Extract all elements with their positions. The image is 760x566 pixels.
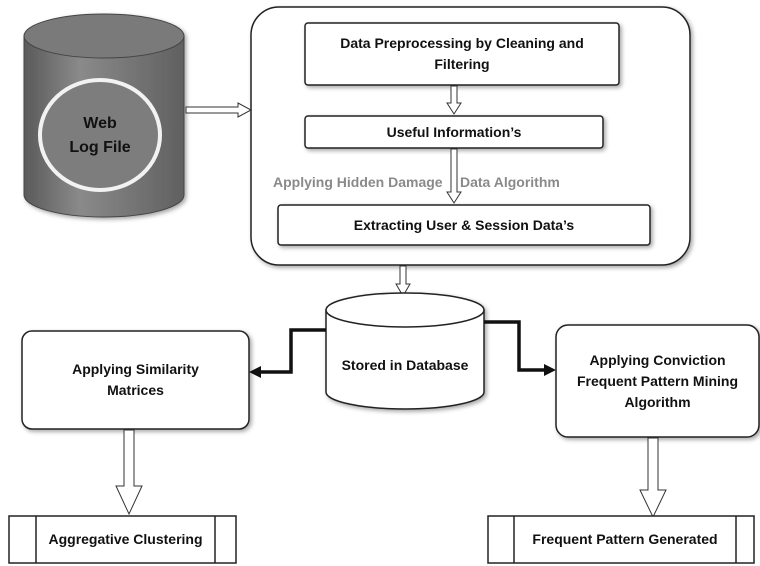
similarity-box: Applying Similarity Matrices [22, 331, 249, 429]
arrow-log-to-container [185, 102, 253, 118]
web-log-label: Web Log File [40, 96, 160, 176]
arrow-similarity-to-clustering [115, 429, 143, 516]
conviction-line1: Applying Conviction [589, 351, 726, 368]
database-cylinder [325, 292, 485, 410]
hint-applying-hidden-damage: Applying Hidden Damage [273, 174, 443, 190]
web-log-inner-ring [38, 78, 162, 192]
preprocess-line2: Filtering [434, 56, 490, 72]
conviction-box: Applying Conviction Frequent Pattern Min… [556, 325, 759, 437]
similarity-line1: Applying Similarity [72, 361, 199, 377]
useful-info-box-shape [304, 115, 604, 149]
conviction-line3: Algorithm [624, 393, 691, 410]
pattern-box-shape [487, 515, 755, 564]
conviction-box-shape [555, 324, 760, 438]
connector-db-to-similarity [260, 328, 326, 374]
extract-box: Extracting User & Session Data’s [278, 205, 650, 245]
arrowhead-to-similarity [249, 366, 261, 378]
hint-data-algorithm: Data Algorithm [460, 174, 560, 190]
similarity-box-shape [21, 330, 250, 430]
useful-info-label: Useful Information’s [386, 123, 522, 140]
database-label: Stored in Database [341, 356, 469, 373]
clustering-box-shape [8, 515, 237, 564]
clustering-box: Aggregative Clustering [36, 516, 215, 563]
arrowhead-to-conviction [544, 364, 556, 376]
pattern-label: Frequent Pattern Generated [532, 531, 718, 547]
extract-label: Extracting User & Session Data’s [353, 216, 575, 233]
connector-db-to-conviction [484, 320, 545, 372]
useful-info-box: Useful Information’s [305, 116, 603, 148]
preprocess-line1: Data Preprocessing by Cleaning and [340, 35, 584, 51]
arrow-useful-to-extract [446, 148, 462, 204]
pattern-box: Frequent Pattern Generated [514, 516, 736, 563]
conviction-line2: Frequent Pattern Mining [577, 372, 738, 389]
preprocess-box: Data Preprocessing by Cleaning and Filte… [305, 23, 619, 85]
web-log-line2: Log File [69, 139, 131, 156]
arrow-conviction-to-pattern [639, 437, 667, 519]
database-label-wrap: Stored in Database [326, 345, 484, 385]
preprocess-box-shape [304, 22, 620, 86]
arrow-preprocess-to-useful [446, 85, 462, 115]
similarity-line2: Matrices [107, 382, 164, 398]
arrow-container-to-database [395, 265, 411, 297]
extract-box-shape [277, 204, 651, 246]
clustering-label: Aggregative Clustering [48, 531, 203, 547]
web-log-line1: Web [83, 115, 117, 132]
